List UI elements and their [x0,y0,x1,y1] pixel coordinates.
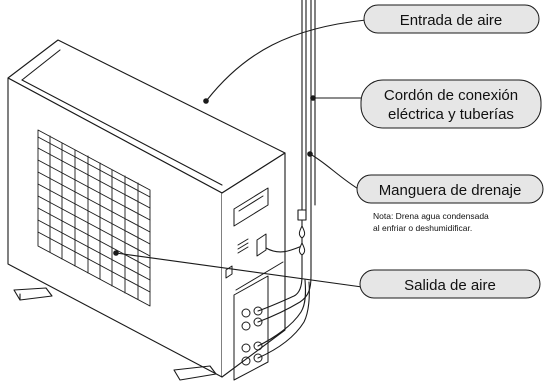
fan-grille [37,129,151,307]
unit-feet [13,287,217,381]
label-connection-line-2: eléctrica y tuberías [388,106,514,123]
side-panel [225,187,284,381]
connection-pipes [257,0,316,359]
leader-dots [113,95,316,256]
water-drop-icon [298,225,306,256]
label-drain-hose: Manguera de drenaje [379,182,522,199]
label-air-outlet: Salida de aire [404,277,496,294]
leader-lines [115,19,367,288]
note-line-1: Nota: Drena agua condensada [373,211,489,221]
label-pills [356,4,544,299]
label-connection-line-1: Cordón de conexión [384,87,518,104]
label-air-inlet: Entrada de aire [400,12,503,29]
service-valves [241,306,263,366]
note-line-2: al enfriar o deshumidificar. [373,223,472,233]
outdoor-unit [7,39,286,378]
